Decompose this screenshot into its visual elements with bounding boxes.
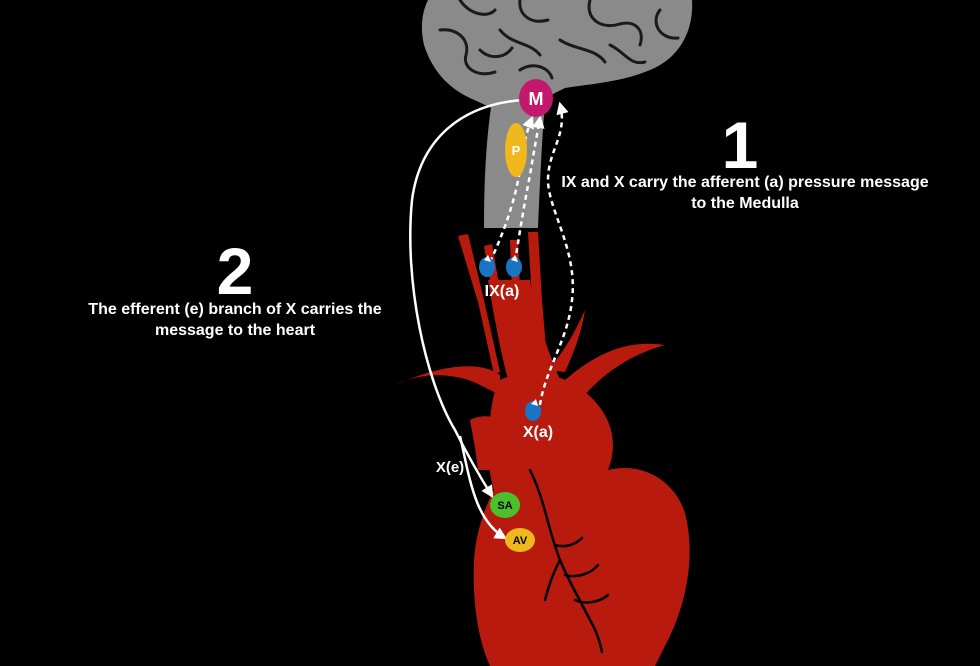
receptors [479, 255, 541, 421]
heart-body [473, 373, 690, 666]
av-node: AV [505, 528, 535, 552]
step-1-caption: IX and X carry the afferent (a) pressure… [561, 174, 929, 212]
brain [421, 0, 693, 228]
ix-receptor-right [506, 255, 522, 277]
av-label: AV [513, 535, 528, 547]
coronary-vessels [528, 468, 610, 654]
superior-vena-cava [470, 416, 508, 470]
afferent-path-ix-left [488, 115, 534, 263]
carotid-left [458, 234, 500, 374]
pons-node: P [505, 123, 527, 177]
medulla-label: M [529, 89, 544, 109]
step-2-caption: The efferent (e) branch of X carries the… [88, 301, 382, 339]
afferent-path-x [538, 101, 575, 406]
step-1-number: 1 [721, 108, 759, 182]
carotid-trunk [488, 280, 560, 388]
brain-folds [438, 0, 680, 80]
sa-label: SA [497, 500, 512, 512]
x-efferent-label: X(e) [436, 459, 464, 476]
aortic-arch [395, 310, 665, 395]
pathways [409, 98, 575, 540]
x-afferent-label: X(a) [523, 424, 553, 441]
sa-node: SA [490, 492, 520, 518]
medulla-node: M [519, 79, 553, 117]
step-2-number: 2 [216, 234, 254, 308]
ix-afferent-label: IX(a) [485, 283, 520, 300]
ix-receptor-left [479, 255, 495, 277]
cerebrum [421, 0, 693, 110]
pons-label: P [512, 143, 521, 158]
heart [395, 232, 690, 666]
x-receptor [525, 399, 541, 421]
efferent-path-x [409, 98, 523, 499]
efferent-path-av [458, 435, 508, 540]
